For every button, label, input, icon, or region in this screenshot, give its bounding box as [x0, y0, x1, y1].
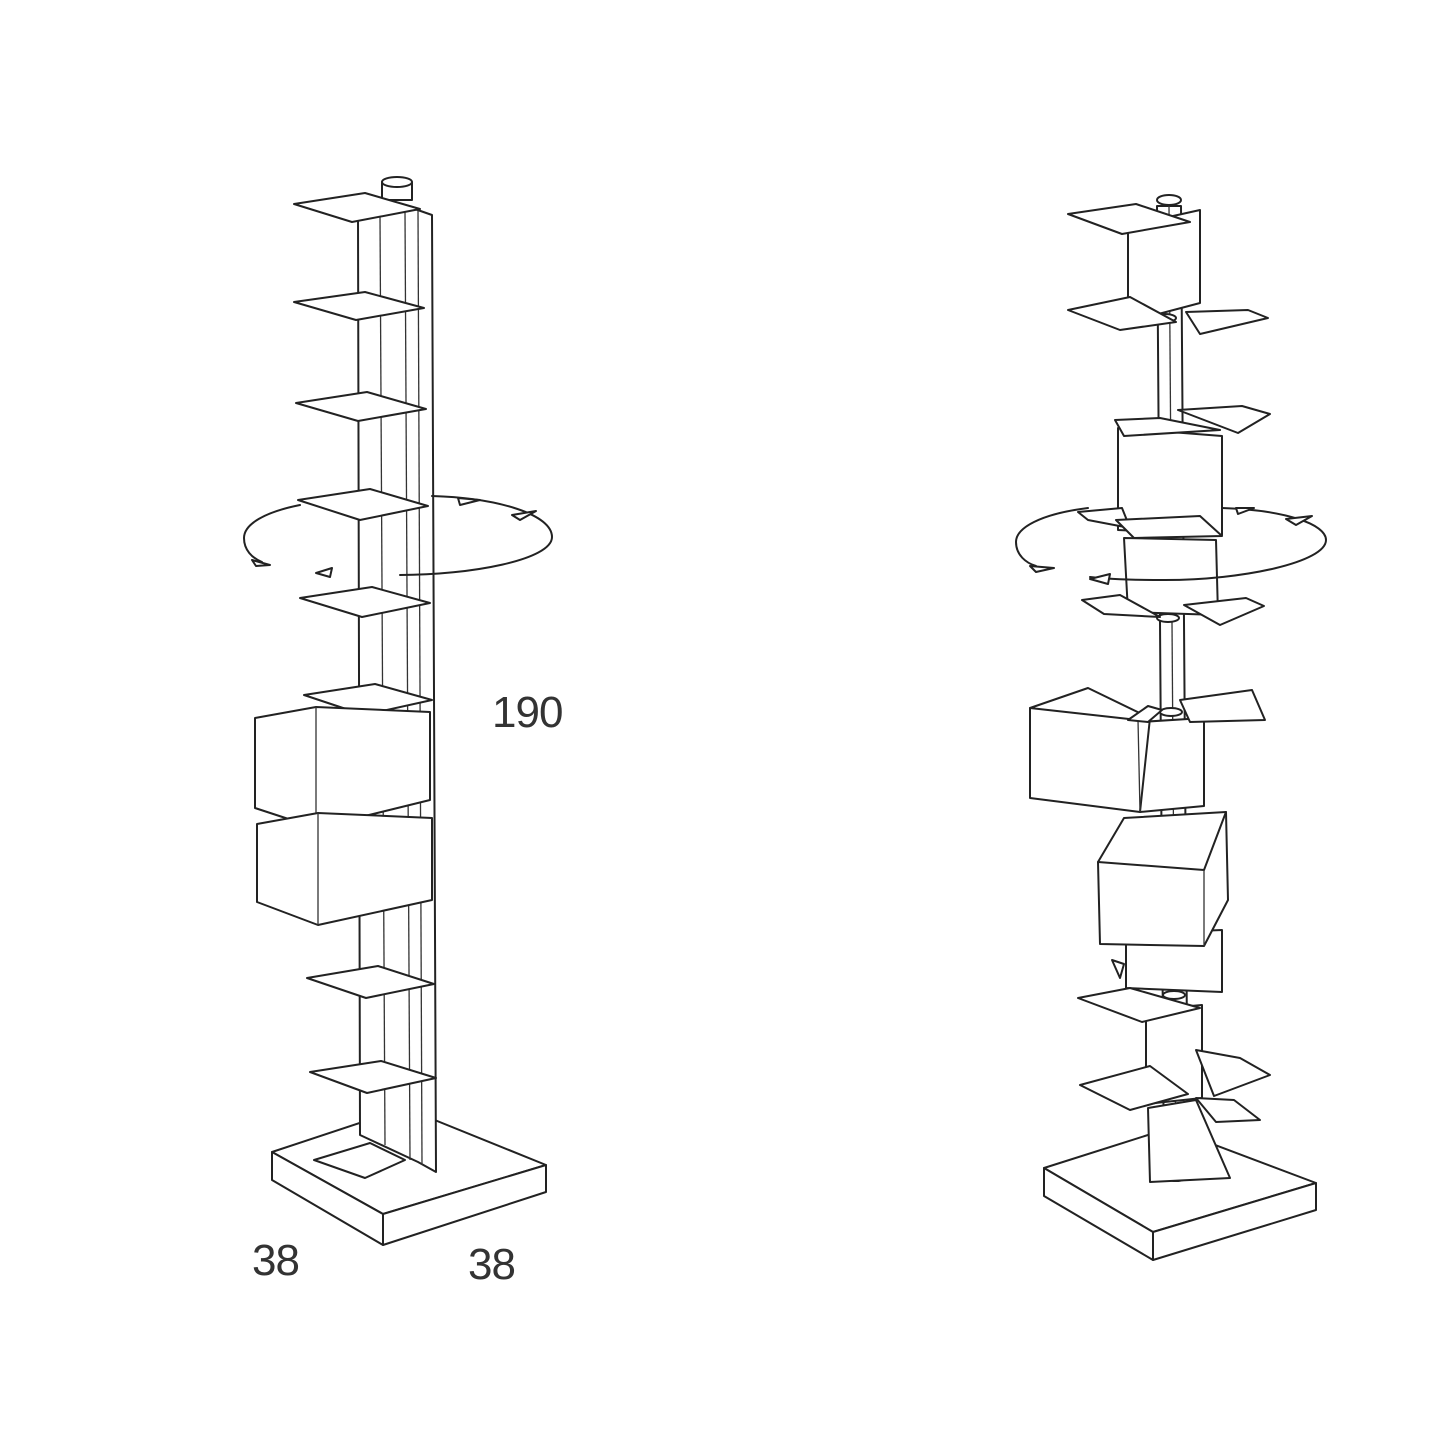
left-rotation-arrow	[243, 495, 553, 578]
right-spine-segments	[1117, 209, 1231, 1183]
right-boxes	[1029, 687, 1229, 979]
right-tower-open	[1015, 194, 1327, 1261]
depth-dimension-label: 38	[252, 1236, 300, 1285]
right-shelves	[1067, 203, 1271, 1123]
height-dimension-label: 190	[492, 688, 563, 737]
left-base	[271, 1107, 547, 1246]
left-spine	[357, 176, 437, 1173]
left-shelves	[293, 192, 437, 1094]
right-rotation-arrow	[1015, 507, 1327, 585]
left-tower-closed	[243, 176, 553, 1246]
left-boxes	[254, 706, 433, 926]
width-dimension-label: 38	[468, 1240, 516, 1289]
